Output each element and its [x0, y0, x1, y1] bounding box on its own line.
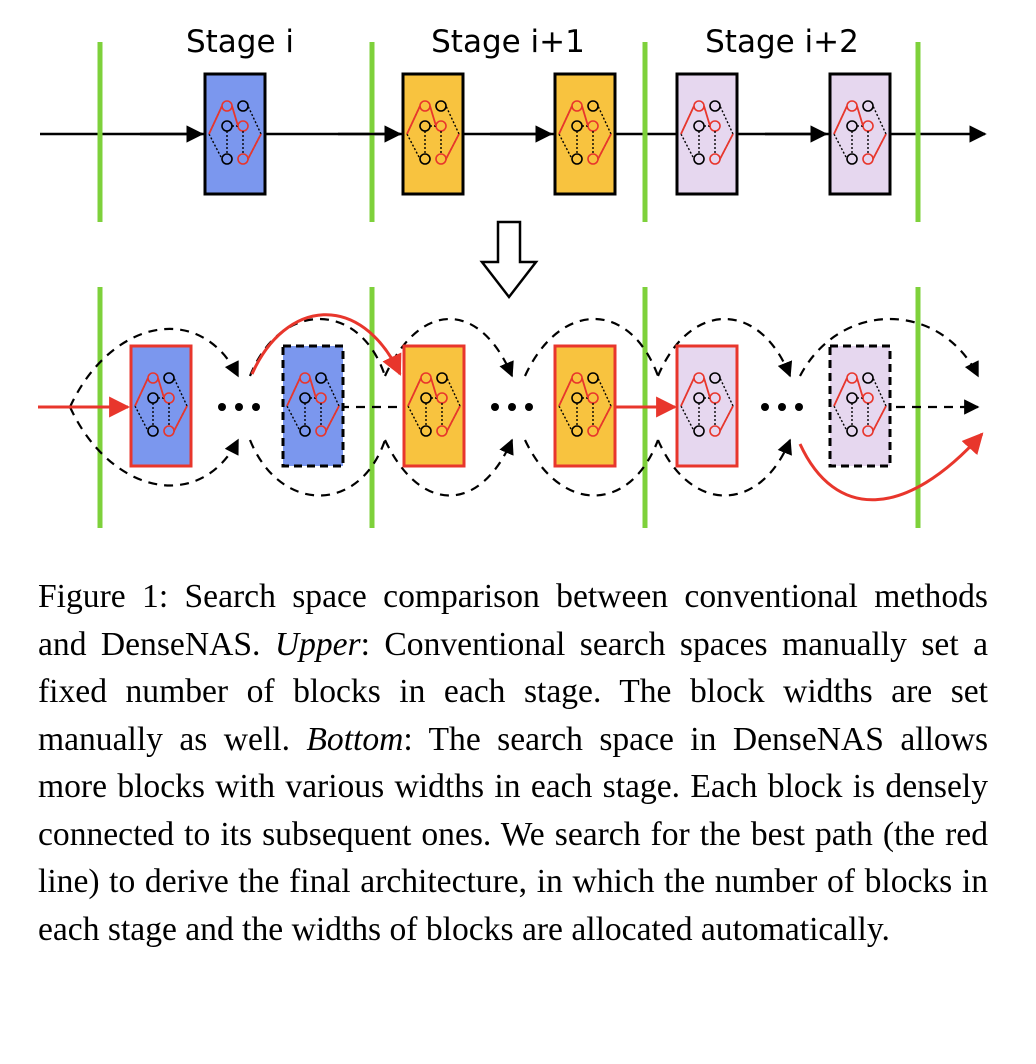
block	[675, 344, 739, 468]
block	[203, 72, 267, 196]
stage-label-i: Stage i	[186, 24, 294, 60]
node-icon	[436, 372, 448, 384]
caption-bottom-label: Bottom	[306, 720, 404, 758]
node-icon	[315, 372, 327, 384]
node-icon	[237, 100, 249, 112]
block	[553, 72, 617, 196]
node-icon	[163, 372, 175, 384]
block	[675, 72, 739, 196]
upper-diagram	[40, 42, 987, 222]
caption-upper-label: Upper	[274, 625, 361, 663]
caption-bottom-text: : The search space in DenseNAS allows mo…	[38, 720, 989, 948]
ellipsis-dots	[218, 403, 803, 411]
figure-caption: Figure 1: Search space comparison betwee…	[38, 573, 988, 953]
node-icon	[709, 100, 721, 112]
densenas-figure: Stage i Stage i+1 Stage i+2	[38, 24, 987, 528]
searched-path	[38, 313, 984, 502]
block	[828, 72, 892, 196]
node-icon	[587, 100, 599, 112]
node-icon	[435, 100, 447, 112]
block	[828, 344, 892, 468]
bottom-diagram	[38, 287, 984, 528]
down-arrow-icon	[479, 220, 539, 300]
node-icon	[709, 372, 721, 384]
block	[402, 344, 466, 468]
dense-connections	[69, 317, 980, 497]
block	[553, 344, 617, 468]
block	[281, 344, 345, 468]
node-icon	[862, 372, 874, 384]
stage-label-i-plus-2: Stage i+2	[705, 24, 859, 60]
block	[401, 72, 465, 196]
node-icon	[862, 100, 874, 112]
caption-lead: Figure 1: Search space comparison betwee…	[38, 578, 988, 663]
upper-blocks	[203, 72, 892, 196]
node-icon	[587, 372, 599, 384]
block	[129, 344, 193, 468]
stage-label-i-plus-1: Stage i+1	[431, 24, 585, 60]
bottom-blocks	[129, 344, 892, 468]
caption-upper-text: : Conventional search spaces manually se…	[38, 625, 988, 758]
